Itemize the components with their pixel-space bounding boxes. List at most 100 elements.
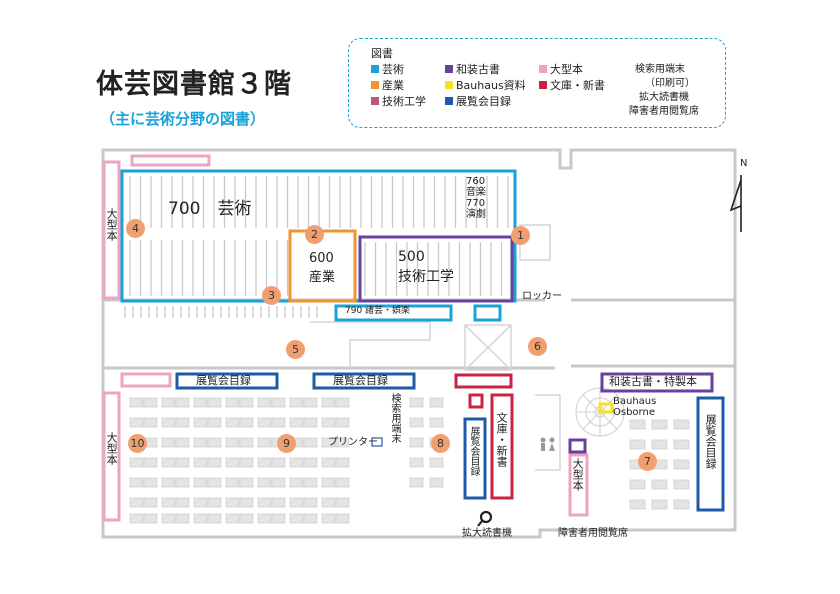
- reading-desk: [257, 513, 272, 524]
- legend-note-accessible: 障害者用閲覧席: [629, 106, 699, 117]
- reading-desk: [129, 477, 144, 488]
- legend-swatch: [539, 81, 547, 89]
- tech-label: 技術工学: [398, 269, 454, 285]
- reading-desk: [129, 417, 144, 428]
- reading-desk: [289, 397, 304, 408]
- exhibition-vertical-label-1: 展覧会目録: [468, 426, 479, 476]
- reading-desk: [257, 397, 272, 408]
- wasou-label: 和装古書・特製本: [609, 375, 697, 388]
- reading-desk: [129, 497, 144, 508]
- legend-swatch: [371, 65, 379, 73]
- legend-label: 展覧会目録: [456, 95, 511, 108]
- exhibition-box-2: [312, 372, 416, 390]
- bunko-label: 文庫・新書: [495, 412, 509, 467]
- reading-desk: [257, 437, 272, 448]
- marker-7: 7: [638, 452, 657, 471]
- legend-item-art: 芸術: [371, 61, 404, 77]
- reading-desk: [429, 477, 444, 488]
- industry-label: 産業: [309, 270, 336, 285]
- reading-desk: [321, 397, 336, 408]
- reading-desk: [143, 397, 158, 408]
- reading-desk: [239, 397, 254, 408]
- reading-desk: [303, 437, 318, 448]
- sports-label: 790 諸芸・娯楽: [345, 306, 411, 316]
- reading-desk: [303, 477, 318, 488]
- wasou-section: [600, 372, 714, 393]
- exhibition-vertical-1: [463, 417, 487, 500]
- sports-section: [334, 304, 453, 322]
- printer-icon: [371, 437, 383, 447]
- reading-desk: [303, 417, 318, 428]
- reading-desk: [207, 513, 222, 524]
- reading-desk: [143, 513, 158, 524]
- legend-swatch: [445, 97, 453, 105]
- search-terminal-label: 検索用端末: [389, 393, 400, 443]
- north-arrow-icon: [729, 175, 742, 232]
- reading-desk: [271, 417, 286, 428]
- reading-desk: [321, 417, 336, 428]
- legend-swatch: [445, 81, 453, 89]
- reading-desk: [257, 457, 272, 468]
- reading-desk: [161, 477, 176, 488]
- reading-desk: [175, 437, 190, 448]
- legend-label: 技術工学: [382, 95, 426, 108]
- reading-desk: [129, 397, 144, 408]
- reading-desk: [161, 457, 176, 468]
- reading-desk: [335, 437, 350, 448]
- reading-desk: [143, 477, 158, 488]
- reading-desk: [289, 417, 304, 428]
- reading-desk: [629, 499, 646, 510]
- large-books-top-left: [102, 160, 121, 300]
- reading-desk: [161, 397, 176, 408]
- reading-desk: [429, 457, 444, 468]
- reading-desk: [239, 457, 254, 468]
- legend-item-bauhaus: Bauhaus資料: [445, 77, 526, 93]
- marker-9: 9: [277, 434, 296, 453]
- bunko-section: [490, 393, 514, 500]
- reading-desk: [175, 513, 190, 524]
- marker-2: 2: [305, 225, 324, 244]
- bauhaus-label: Bauhaus Osborne: [613, 396, 657, 418]
- tech-num-label: 500: [398, 249, 425, 265]
- marker-1: 1: [511, 226, 530, 245]
- reading-desk: [335, 417, 350, 428]
- reading-desk: [175, 417, 190, 428]
- large-books-bottom-left: [102, 391, 121, 522]
- reading-desk: [207, 497, 222, 508]
- reading-desk: [289, 513, 304, 524]
- large-books-label-3: 大型本: [571, 458, 585, 491]
- reading-desk: [673, 439, 690, 450]
- reading-desk: [409, 437, 424, 448]
- legend-swatch: [371, 97, 379, 105]
- reading-desk: [257, 477, 272, 488]
- exhibition-vertical-label-2: 展覧会目録: [704, 414, 718, 469]
- legend-label: 和装古書: [456, 63, 500, 76]
- legend-swatch: [445, 65, 453, 73]
- reading-desk: [335, 457, 350, 468]
- reading-desk: [207, 397, 222, 408]
- wasou-small: [568, 438, 587, 454]
- reading-desk: [409, 417, 424, 428]
- reading-desk: [225, 477, 240, 488]
- marker-6: 6: [528, 337, 547, 356]
- reading-desk: [335, 497, 350, 508]
- legend-item-large-books: 大型本: [539, 61, 583, 77]
- bunko-top: [454, 373, 513, 389]
- reading-desk: [193, 497, 208, 508]
- reading-desk: [335, 397, 350, 408]
- reading-desk: [651, 439, 668, 450]
- marker-4: 4: [126, 219, 145, 238]
- marker-10: 10: [128, 434, 147, 453]
- reading-desk: [409, 397, 424, 408]
- reading-desk: [651, 499, 668, 510]
- marker-3: 3: [262, 286, 281, 305]
- legend-label: 大型本: [550, 63, 583, 76]
- legend-item-bunko: 文庫・新書: [539, 77, 605, 93]
- industry-num-label: 600: [309, 251, 334, 266]
- reading-desk: [207, 477, 222, 488]
- reading-desk: [321, 437, 336, 448]
- large-books-mid: [120, 372, 172, 388]
- legend-item-exhibition: 展覧会目録: [445, 93, 511, 109]
- reading-desk: [175, 477, 190, 488]
